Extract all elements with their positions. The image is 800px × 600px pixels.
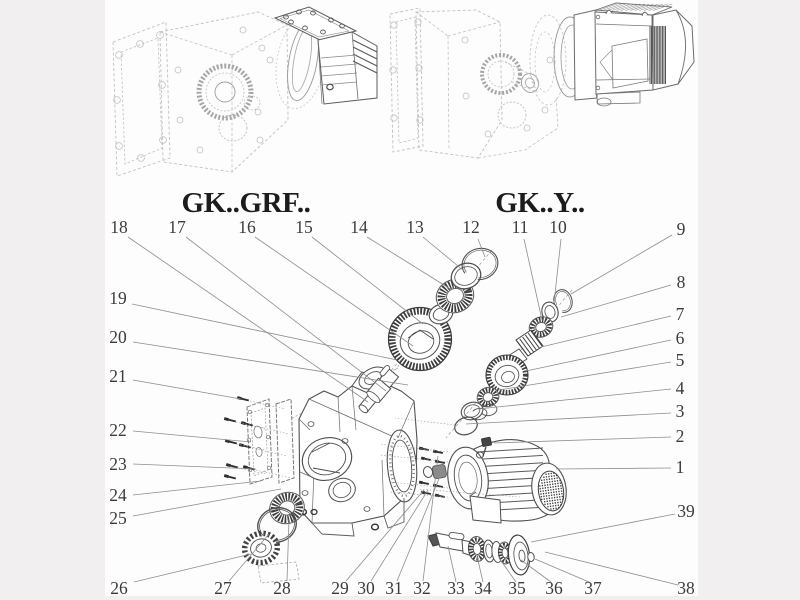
svg-text:8: 8 [677, 272, 686, 292]
svg-text:18: 18 [110, 217, 128, 237]
svg-text:4: 4 [676, 378, 685, 398]
svg-text:39: 39 [677, 501, 695, 521]
svg-text:23: 23 [109, 454, 127, 474]
svg-text:27: 27 [214, 578, 232, 598]
svg-text:22: 22 [109, 420, 127, 440]
svg-text:2: 2 [676, 426, 685, 446]
svg-text:11: 11 [512, 217, 529, 237]
svg-text:9: 9 [677, 219, 686, 239]
svg-text:5: 5 [676, 350, 685, 370]
svg-text:34: 34 [474, 578, 492, 598]
svg-text:33: 33 [447, 578, 465, 598]
svg-text:25: 25 [109, 508, 127, 528]
svg-text:15: 15 [295, 217, 313, 237]
svg-text:10: 10 [549, 217, 567, 237]
svg-text:7: 7 [676, 304, 685, 324]
svg-text:19: 19 [109, 288, 127, 308]
svg-text:13: 13 [406, 217, 424, 237]
svg-text:20: 20 [109, 327, 127, 347]
svg-text:36: 36 [545, 578, 563, 598]
svg-text:38: 38 [677, 578, 695, 598]
svg-text:26: 26 [110, 578, 128, 598]
svg-text:31: 31 [385, 578, 403, 598]
svg-text:29: 29 [331, 578, 349, 598]
svg-text:35: 35 [508, 578, 526, 598]
svg-text:16: 16 [238, 217, 256, 237]
svg-text:28: 28 [273, 578, 291, 598]
svg-text:24: 24 [109, 485, 127, 505]
svg-text:17: 17 [168, 217, 186, 237]
svg-text:1: 1 [676, 457, 685, 477]
svg-text:30: 30 [357, 578, 375, 598]
svg-text:32: 32 [413, 578, 431, 598]
svg-text:12: 12 [462, 217, 480, 237]
svg-text:GK..GRF..: GK..GRF.. [181, 187, 310, 219]
svg-text:GK..Y..: GK..Y.. [495, 187, 585, 219]
svg-text:21: 21 [109, 366, 127, 386]
svg-text:14: 14 [350, 217, 368, 237]
svg-text:6: 6 [676, 328, 685, 348]
svg-text:37: 37 [584, 578, 602, 598]
svg-text:3: 3 [676, 401, 685, 421]
